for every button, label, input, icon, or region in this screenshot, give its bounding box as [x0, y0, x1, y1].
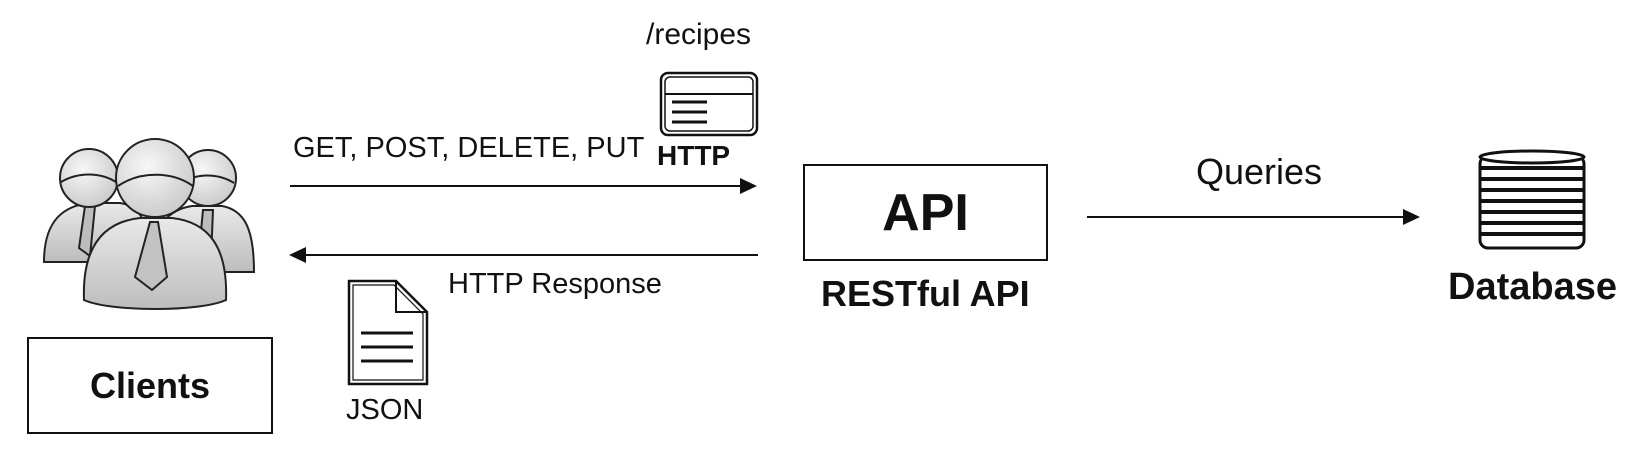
endpoint-path-label: /recipes [646, 18, 752, 51]
document-icon [347, 279, 429, 386]
response-arrow [289, 247, 758, 263]
http-response-label: HTTP Response [448, 268, 662, 300]
clients-box: Clients [27, 337, 273, 434]
request-arrow [290, 178, 757, 194]
person-front [82, 138, 228, 310]
http-methods-label: GET, POST, DELETE, PUT [293, 132, 645, 164]
api-box: API [803, 164, 1048, 261]
queries-label: Queries [1196, 151, 1323, 192]
restful-api-label: RESTful API [821, 273, 1030, 314]
users-group-icon [42, 138, 256, 310]
database-stack-icon [1478, 149, 1586, 250]
queries-arrow [1087, 209, 1420, 225]
browser-window-icon [659, 71, 759, 137]
http-badge-label: HTTP [657, 140, 731, 171]
json-label: JSON [346, 394, 424, 426]
database-label: Database [1448, 266, 1617, 308]
